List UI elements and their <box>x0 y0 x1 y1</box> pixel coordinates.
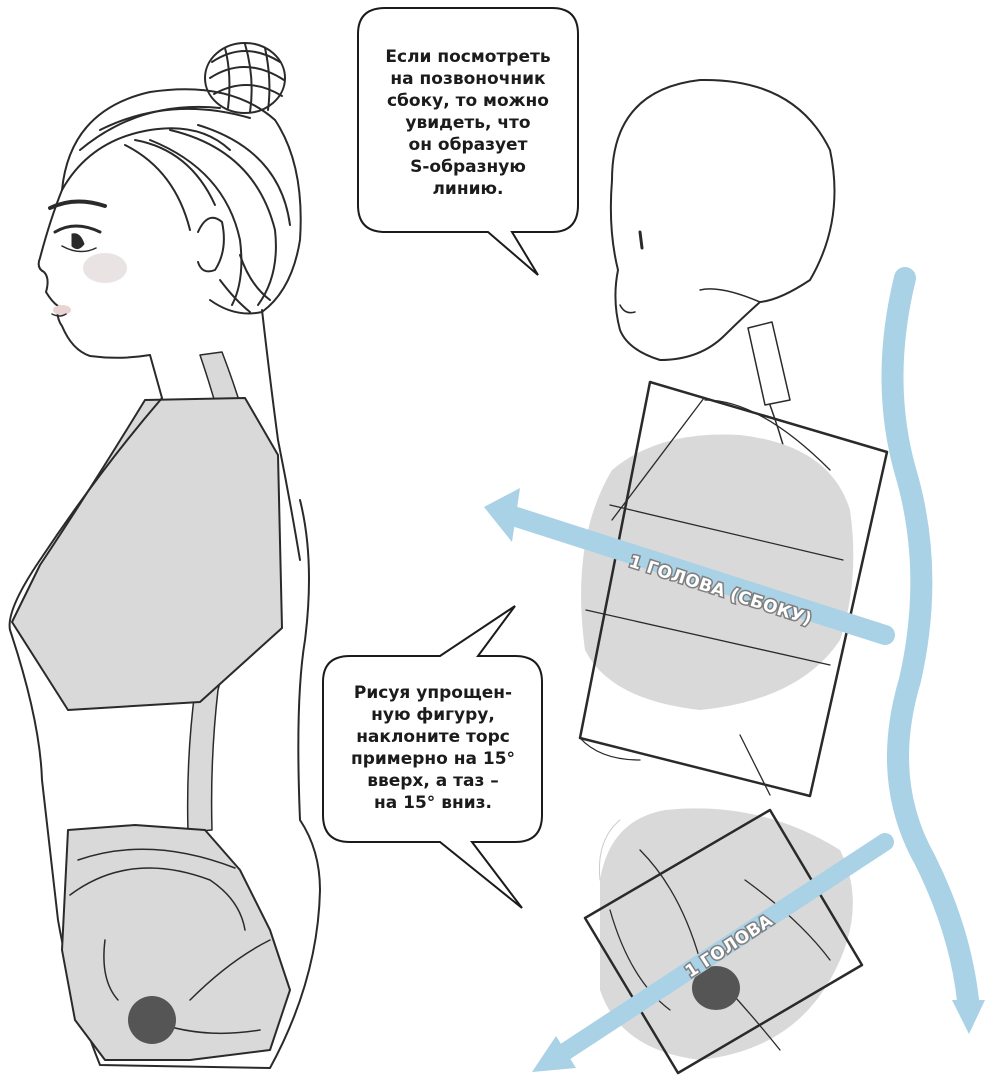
mannequin-pelvis <box>600 808 853 1060</box>
face-profile <box>39 190 162 398</box>
ribcage-shape <box>12 398 282 710</box>
mannequin-neck <box>748 322 790 405</box>
girl-figure <box>10 43 320 1068</box>
mannequin-head <box>611 80 835 360</box>
ear <box>198 218 224 272</box>
s-curve-arrow <box>893 278 969 1000</box>
s-curve-arrow-head <box>952 1000 985 1034</box>
torso-measure-arrow-head <box>484 488 520 542</box>
pelvis-shape <box>62 825 290 1060</box>
hair-bun <box>205 43 285 113</box>
hip-joint <box>128 996 176 1044</box>
lips-tint <box>53 305 71 315</box>
eye <box>55 226 100 252</box>
spine-side-view-note: Если посмотреть на позвоночник сбоку, то… <box>362 18 574 228</box>
blush <box>83 253 127 283</box>
simplified-figure-tilt-note: Рисуя упрощен- ную фигуру, наклоните тор… <box>328 660 538 835</box>
head-eye-mark <box>640 232 642 248</box>
